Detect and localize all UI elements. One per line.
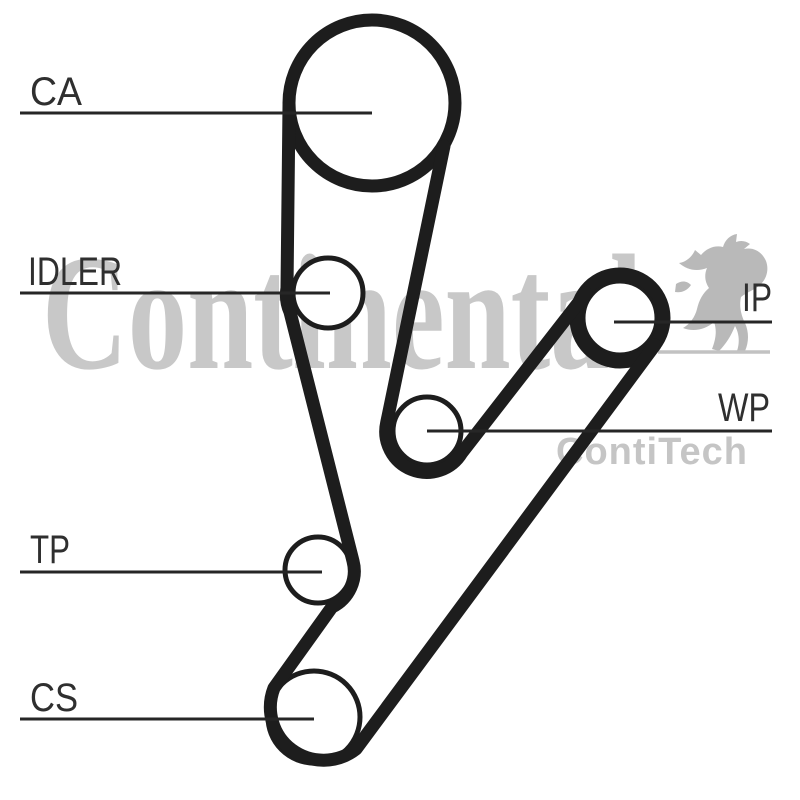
label-wp: WP <box>718 386 770 430</box>
belt-and-pulleys-layer: CA IDLER IP WP TP CS <box>20 13 772 767</box>
belt-right-run <box>379 139 593 479</box>
label-idler: IDLER <box>28 250 122 294</box>
pulley-injection-pump <box>580 278 660 358</box>
label-ca: CA <box>30 70 82 114</box>
label-tp: TP <box>30 528 70 572</box>
belt-injection-pump-wrap <box>569 267 671 369</box>
belt-camshaft-wrap <box>282 13 462 193</box>
belt-left-run <box>263 99 662 767</box>
label-ip: IP <box>742 276 772 320</box>
label-cs: CS <box>30 676 78 720</box>
